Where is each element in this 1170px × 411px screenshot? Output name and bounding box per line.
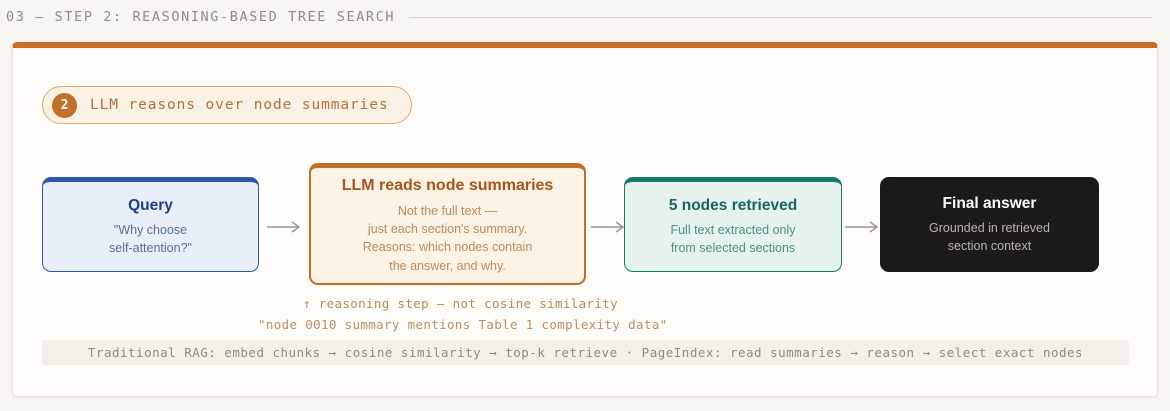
flow-diagram: Query "Why choose self-attention?" LLM r… xyxy=(13,158,1159,285)
slide-header: 03 — STEP 2: REASONING-BASED TREE SEARCH xyxy=(0,0,1170,34)
flow-node-llm-title: LLM reads node summaries xyxy=(341,177,554,195)
flow-node-query-title: Query xyxy=(128,196,173,214)
flow-node-final-answer: Final answer Grounded in retrieved secti… xyxy=(880,177,1099,272)
arrow-retrieved-to-final xyxy=(845,221,879,233)
step-badge: 2 LLM reasons over node summaries xyxy=(42,86,412,124)
reasoning-annotation: ↑ reasoning step — not cosine similarity… xyxy=(258,296,667,332)
step-number-icon: 2 xyxy=(52,92,77,118)
arrow-llm-to-retrieved xyxy=(591,221,625,233)
flow-node-llm-sub-2: just each section's summary. xyxy=(367,222,528,237)
flow-node-query: Query "Why choose self-attention?" xyxy=(42,177,259,272)
page-title: 03 — STEP 2: REASONING-BASED TREE SEARCH xyxy=(6,9,396,25)
arrow-query-to-llm xyxy=(267,221,301,233)
comparison-footer-bar: Traditional RAG: embed chunks → cosine s… xyxy=(42,340,1129,365)
flow-node-nodes-retrieved: 5 nodes retrieved Full text extracted on… xyxy=(624,177,842,272)
header-divider xyxy=(409,16,1152,18)
flow-node-llm-reads: LLM reads node summaries Not the full te… xyxy=(309,163,586,285)
flow-node-llm-sub-1: Not the full text — xyxy=(397,204,498,219)
flow-node-retrieved-sub-1: Full text extracted only xyxy=(670,222,796,237)
comparison-footer-text: Traditional RAG: embed chunks → cosine s… xyxy=(87,345,1084,360)
flow-node-llm-sub-4: the answer, and why. xyxy=(389,258,506,273)
flow-node-query-sub-2: self-attention?" xyxy=(109,241,192,256)
flow-node-final-title: Final answer xyxy=(942,194,1037,212)
step-badge-label: LLM reasons over node summaries xyxy=(90,97,389,113)
annotation-line-2: "node 0010 summary mentions Table 1 comp… xyxy=(258,317,668,332)
flow-node-query-sub-1: "Why choose xyxy=(113,222,188,237)
flow-node-retrieved-title: 5 nodes retrieved xyxy=(668,196,798,214)
flow-node-final-sub-1: Grounded in retrieved xyxy=(929,220,1050,235)
flow-node-retrieved-sub-2: from selected sections xyxy=(670,241,796,256)
flow-node-final-sub-2: section context xyxy=(947,239,1032,254)
annotation-line-1: ↑ reasoning step — not cosine similarity xyxy=(303,296,619,311)
flow-node-llm-sub-3: Reasons: which nodes contain xyxy=(362,240,533,255)
content-card: 2 LLM reasons over node summaries Query … xyxy=(12,42,1158,397)
